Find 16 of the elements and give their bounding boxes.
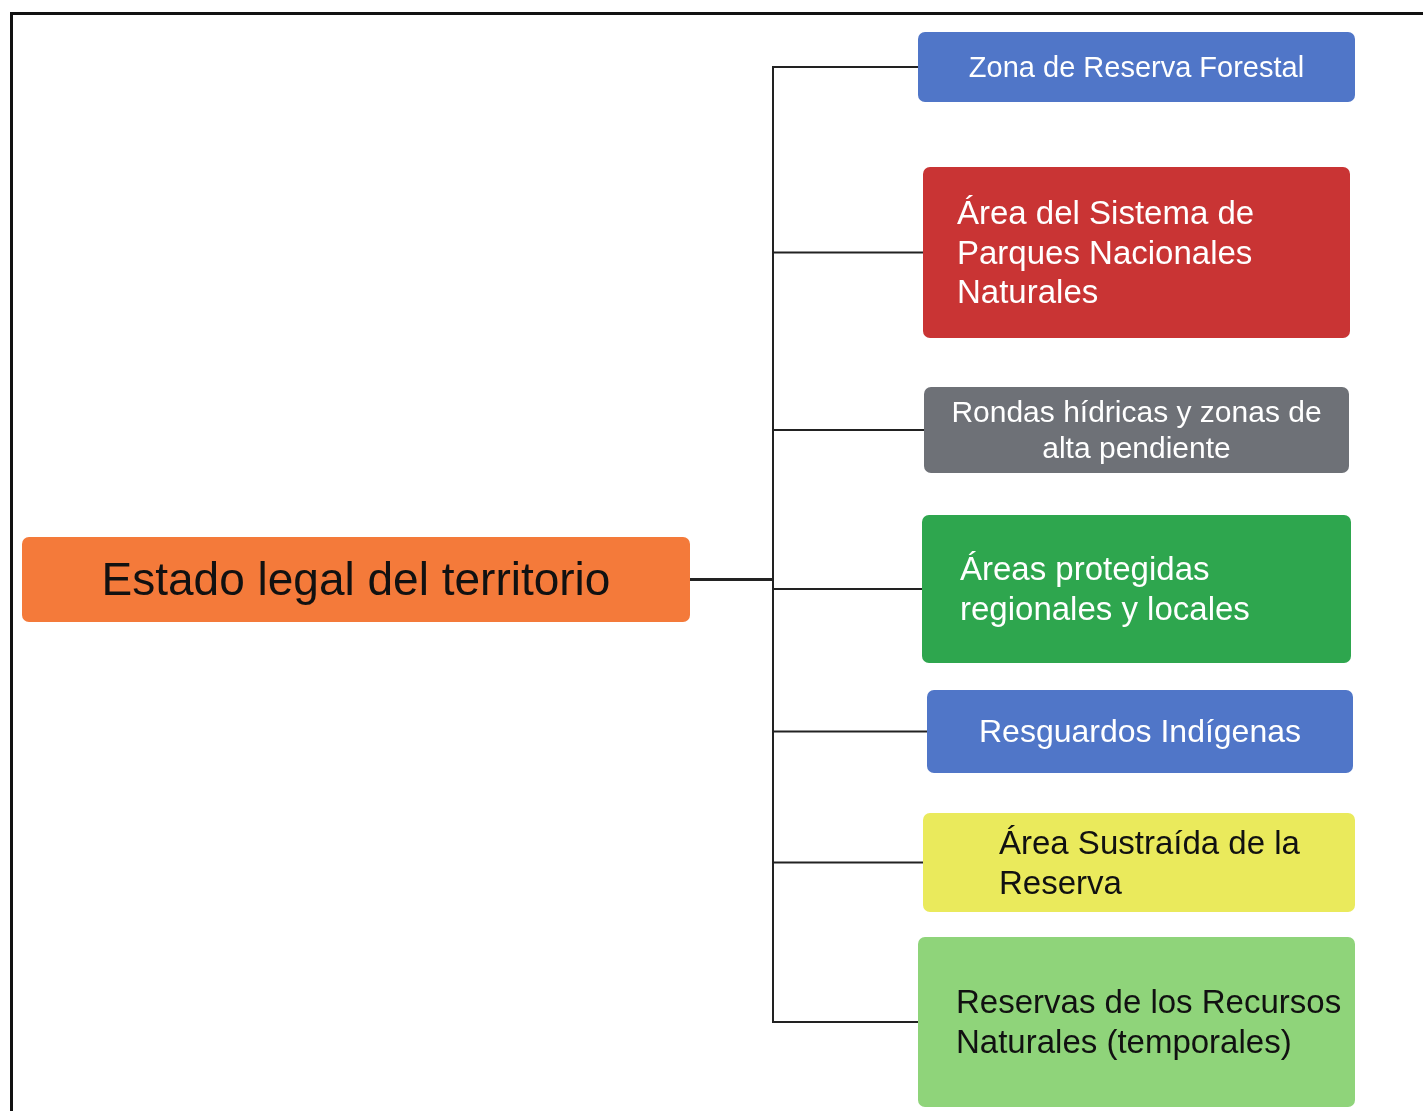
- category-label: Rondas hídricas y zonas de alta pendiente: [950, 394, 1323, 466]
- category-box: [922, 515, 1351, 663]
- category-label: Zona de Reserva Forestal: [968, 49, 1305, 85]
- category-box: [918, 32, 1355, 102]
- category-box: [923, 813, 1355, 912]
- category-label: Área del Sistema de Parques Nacionales Naturales: [957, 193, 1256, 312]
- category-box: [924, 387, 1349, 473]
- category-box: [927, 690, 1353, 773]
- category-label: Área Sustraída de la Reserva: [999, 822, 1301, 903]
- category-box: [923, 167, 1350, 338]
- root-label: Estado legal del territorio: [101, 551, 611, 607]
- category-label: Resguardos Indígenas: [979, 712, 1301, 751]
- root-box: [22, 537, 690, 622]
- category-label: Reservas de los Recursos Naturales (temporales): [956, 982, 1343, 1062]
- category-label: Áreas protegidas regionales y locales: [960, 549, 1251, 629]
- category-box: [918, 937, 1355, 1107]
